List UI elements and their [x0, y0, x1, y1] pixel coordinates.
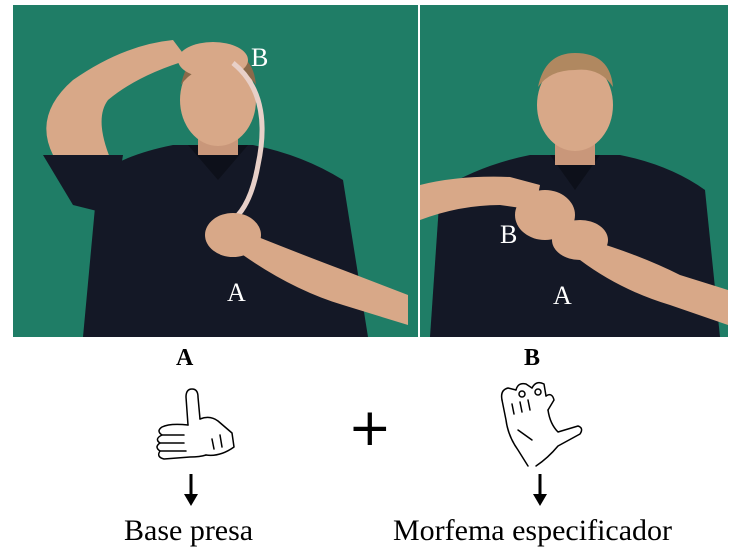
down-arrow-icon — [533, 474, 547, 506]
point-label-b: B — [251, 45, 268, 71]
plus-symbol: + — [348, 402, 392, 454]
point-label-b: B — [500, 222, 517, 248]
handshape-b-caption: Morfema especificador — [393, 516, 672, 546]
photo-left-sign: B A — [13, 5, 418, 337]
pinching-hand-icon — [488, 380, 588, 472]
signer-illustration-right — [420, 5, 728, 337]
photo-right-sign: B A — [420, 5, 728, 337]
handshape-a-caption: Base presa — [124, 516, 253, 546]
down-arrow-icon — [184, 474, 198, 506]
handshape-a-title: A — [176, 346, 193, 370]
point-label-a: A — [227, 280, 246, 306]
point-label-a: A — [553, 283, 572, 309]
thumbs-up-hand-icon — [150, 385, 240, 467]
signer-illustration-left — [13, 5, 418, 337]
handshape-b-title: B — [524, 346, 540, 370]
